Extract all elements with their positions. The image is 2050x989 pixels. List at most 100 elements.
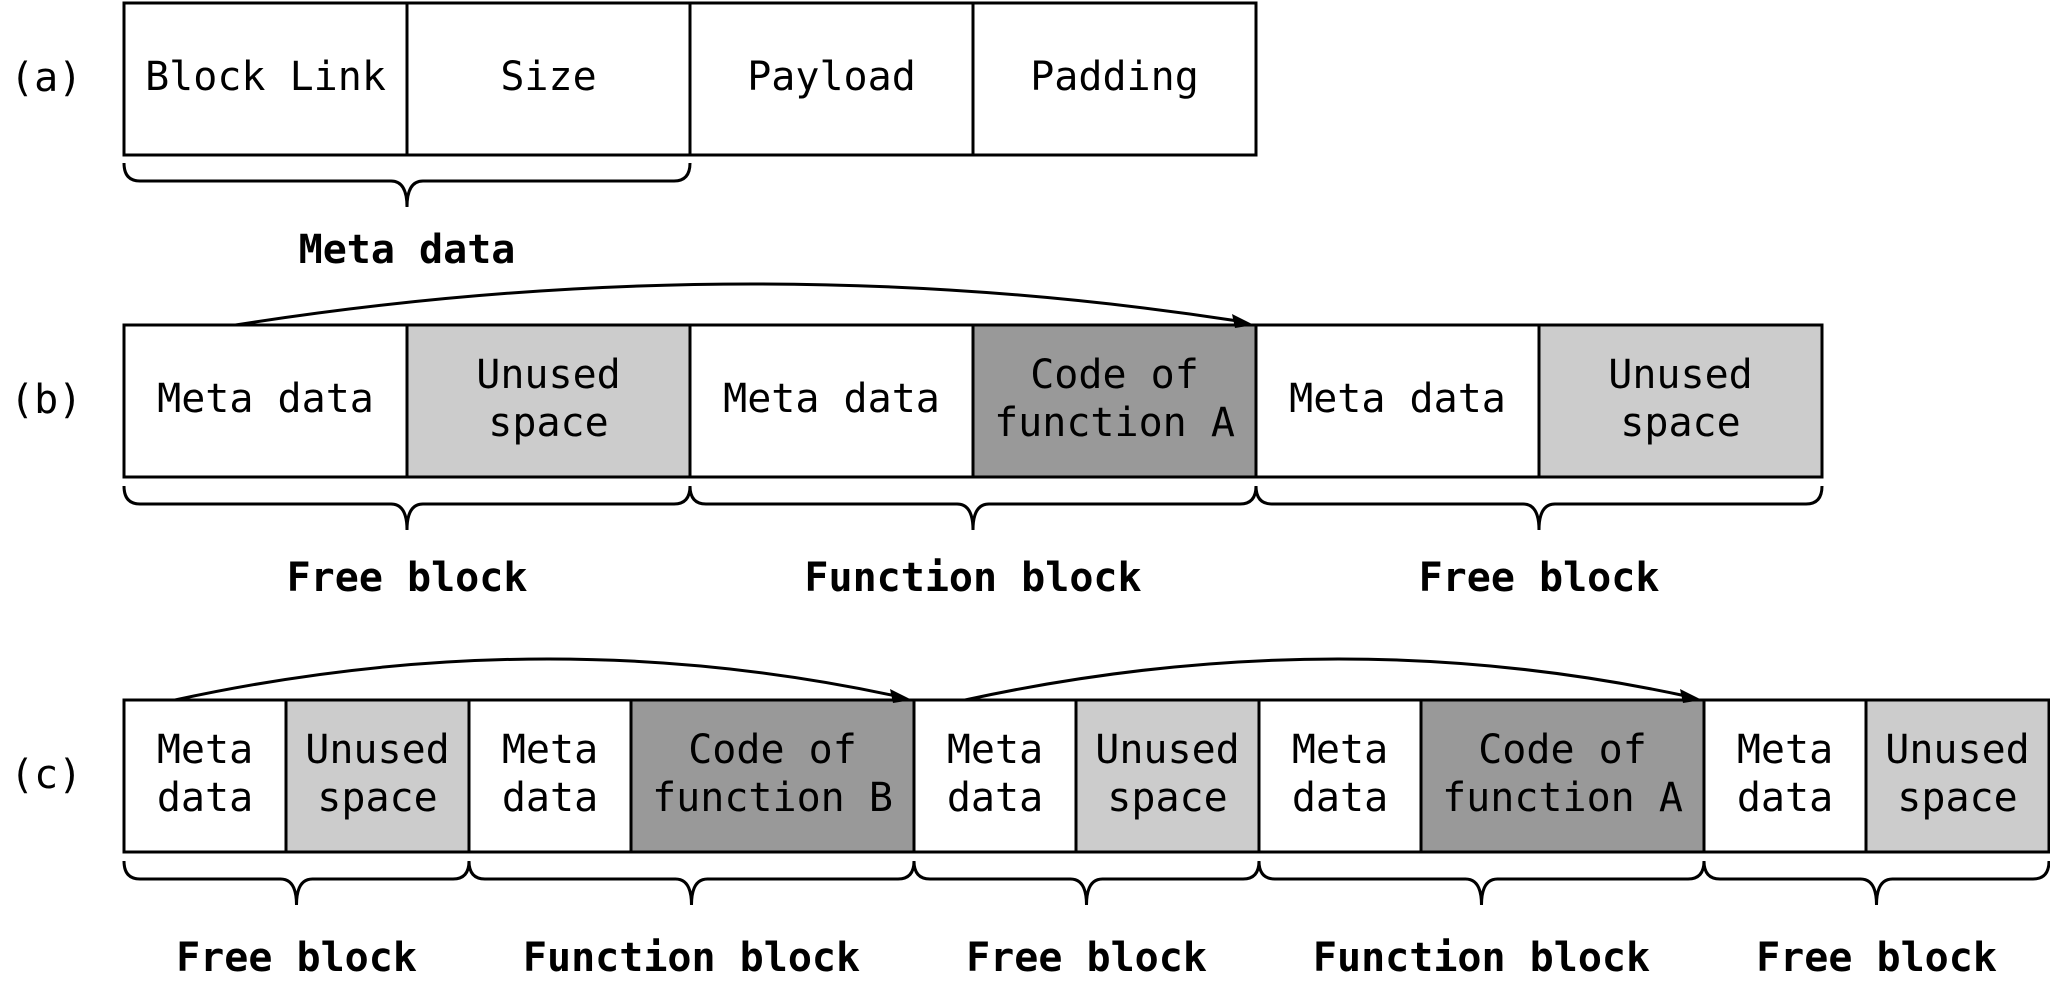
group-label: Meta data <box>299 227 516 273</box>
cell-text-line: space <box>317 775 437 821</box>
cell-text: Block Link <box>145 54 386 100</box>
cell-text-line: Padding <box>1030 54 1199 100</box>
memory-cell: Padding <box>971 1 1258 157</box>
link-arrow <box>174 657 897 702</box>
arrow-head-icon <box>1680 689 1702 703</box>
cell-text-line: Meta <box>1737 727 1833 773</box>
memory-cell: Payload <box>688 1 975 157</box>
group-brace <box>1254 485 1824 531</box>
cell-box <box>467 698 633 854</box>
cell-text-line: space <box>488 400 608 446</box>
group-brace <box>122 860 471 906</box>
group-brace <box>122 485 692 531</box>
cell-box <box>122 698 288 854</box>
cell-text: Size <box>500 54 596 100</box>
cell-text: Meta data <box>723 376 940 422</box>
cell-text-line: space <box>1107 775 1227 821</box>
cell-text-line: data <box>947 775 1043 821</box>
cell-box <box>688 1 975 157</box>
memory-cell: Meta data <box>122 323 409 479</box>
row-label: (c) <box>10 752 82 798</box>
group-label: Free block <box>176 935 417 981</box>
cell-text-line: Unused <box>305 727 450 773</box>
cell-box <box>1257 698 1423 854</box>
cell-text: Meta data <box>1289 376 1506 422</box>
cell-text-line: Payload <box>747 54 916 100</box>
cell-text-line: Code of <box>1030 352 1199 398</box>
cell-box <box>688 323 975 479</box>
cell-text: Padding <box>1030 54 1199 100</box>
cell-text-line: Meta data <box>157 376 374 422</box>
memory-cell: Size <box>405 1 692 157</box>
cell-text-line: Code of <box>1478 727 1647 773</box>
cell-box <box>912 698 1078 854</box>
row-label: (b) <box>10 377 82 423</box>
group-label: Function block <box>804 555 1141 601</box>
cell-text-line: Block Link <box>145 54 386 100</box>
cell-box <box>1864 698 2050 854</box>
cell-text-line: Meta data <box>723 376 940 422</box>
row-label: (a) <box>10 55 82 101</box>
group-label: Function block <box>1313 935 1650 981</box>
cell-text-line: Size <box>500 54 596 100</box>
group-label: Free block <box>966 935 1207 981</box>
cell-text-line: function A <box>1442 775 1683 821</box>
link-arrow <box>964 657 1687 702</box>
cell-text-line: Unused <box>476 352 621 398</box>
cell-text-line: Meta <box>502 727 598 773</box>
group-label: Free block <box>1756 935 1997 981</box>
cell-box <box>405 1 692 157</box>
link-arrow <box>235 282 1239 327</box>
cell-text-line: data <box>1737 775 1833 821</box>
cell-text-line: Meta <box>157 727 253 773</box>
arrow-head-icon <box>1232 314 1254 328</box>
cell-text: Payload <box>747 54 916 100</box>
memory-cell: Block Link <box>122 1 409 157</box>
cell-text-line: data <box>1292 775 1388 821</box>
cell-box <box>1254 323 1541 479</box>
cell-box <box>405 323 692 479</box>
group-label: Free block <box>287 555 528 601</box>
cell-box <box>122 1 409 157</box>
cell-box <box>1074 698 1261 854</box>
cell-text-line: function B <box>652 775 893 821</box>
cell-text-line: data <box>157 775 253 821</box>
group-brace <box>467 860 916 906</box>
cell-box <box>122 323 409 479</box>
cell-box <box>284 698 471 854</box>
group-label: Free block <box>1419 555 1660 601</box>
memory-cell: Meta data <box>688 323 975 479</box>
arrow-head-icon <box>890 689 912 703</box>
cell-box <box>1702 698 1868 854</box>
cell-text-line: Meta <box>1292 727 1388 773</box>
cell-box <box>629 698 916 854</box>
group-label: Function block <box>523 935 860 981</box>
group-brace <box>1257 860 1706 906</box>
cell-text-line: Meta <box>947 727 1043 773</box>
cell-text-line: function A <box>994 400 1235 446</box>
